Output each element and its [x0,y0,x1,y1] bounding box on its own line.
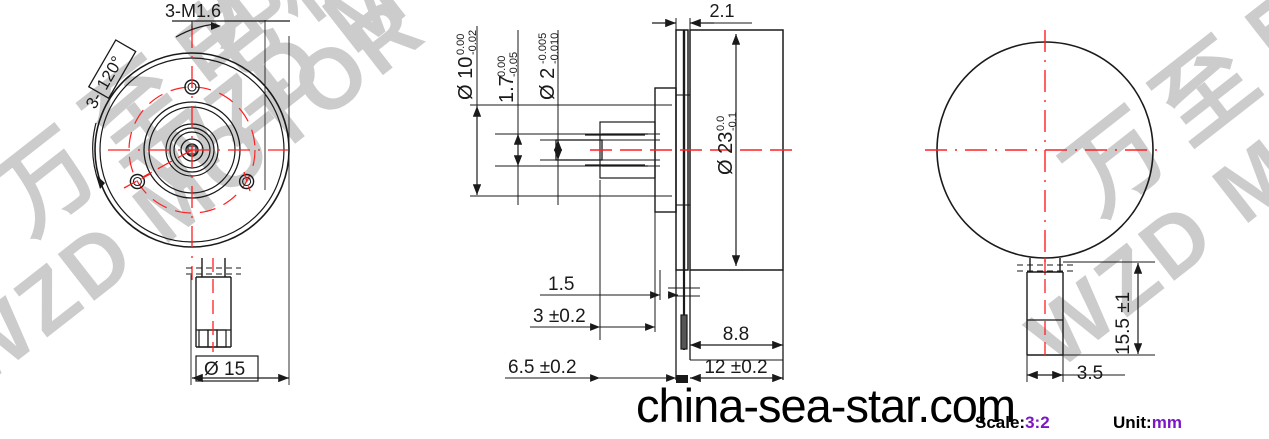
mounting-hole-left [129,173,146,190]
side-pin-dia-tol-upper: -0.005 [537,33,549,64]
side-view-group [470,18,800,383]
side-flat-tol-upper: 0.00 [496,56,508,77]
side-body-dia-tol-upper: 0.0 [715,116,727,131]
rear-dim-15-5 [1063,261,1155,356]
unit-annotation: Unit:mm [1113,413,1182,433]
side-dim-3 [530,180,656,340]
side-plate-thickness-label: 2.1 [709,1,734,21]
rear-height-label: 15.5 ±1 [1113,292,1134,355]
scale-label: Scale: [975,413,1026,432]
side-body-dia-label: Ø 23 [715,132,737,175]
unit-value: mm [1151,413,1182,432]
rear-dim-3-5 [1026,355,1125,382]
side-shaft-dia-tol-upper: 0.00 [455,34,467,55]
side-dim-6-5-label: 6.5 ±0.2 [508,357,577,378]
rear-height-label-group: 15.5 ±1 [1113,292,1134,355]
side-flat-label: 1.7 [496,75,518,103]
front-overall-dim [190,20,290,385]
rear-centerlines [925,30,1165,275]
front-view-group [92,20,290,385]
side-plate-thickness-dim [652,18,752,32]
mounting-hole-left-inner [132,176,142,187]
side-vertical-dims [470,26,672,205]
front-angle-value: 120° [93,53,127,93]
side-flat-tol-lower: -0.05 [508,52,520,77]
side-shaft-dia-label-group: Ø 10 0.00 -0.02 [455,30,479,100]
front-thread-label: 3-M1.6 [165,1,221,21]
side-pin-dia-label-group: Ø 2 -0.005 -0.010 [537,33,561,100]
rear-terminal-stem [1017,258,1073,356]
terminal-pin-3 [216,329,227,348]
side-dim-12-label: 12 ±0.2 [704,357,767,378]
front-dia-box [195,355,259,382]
scale-annotation: Scale:3:2 [975,413,1050,433]
side-terminal [668,270,784,383]
site-watermark: china-sea-star.com [636,379,1016,432]
mounting-hole-right-inner [242,176,252,187]
front-angle-prefix: 3- [82,89,106,112]
front-thread-callout-lines [172,20,290,38]
side-shaft-dia-label: Ø 10 [455,57,477,100]
rear-width-label: 3.5 [1077,363,1103,384]
front-bolt-circle [128,86,256,214]
scale-value: 3:2 [1025,413,1050,432]
front-angle-box [87,39,137,100]
front-centerlines [108,26,288,280]
front-terminal-stem [186,258,241,348]
mounting-hole-right [238,173,255,190]
side-pin-dia-tol-lower: -0.010 [549,33,561,64]
rear-view-group [925,30,1165,382]
side-flat-label-group: 1.7 0.00 -0.05 [496,52,520,103]
side-body-dia-label-group: Ø 23 0.0 -0.1 [715,112,739,175]
side-body-dia-tol-lower: -0.1 [727,112,739,131]
side-dim-1-5-label: 1.5 [548,274,574,295]
terminal-pin-1 [198,329,209,348]
side-shaft-dia-tol-lower: -0.02 [467,30,479,55]
front-overall-dia-label: Ø 15 [204,359,245,380]
front-angle-callout-lines [92,122,105,189]
side-dim-3-label: 3 ±0.2 [533,306,586,327]
side-dim-8-8-label: 8.8 [723,324,749,345]
unit-label: Unit: [1113,413,1152,432]
side-pin-dia-label: Ø 2 [537,68,559,100]
